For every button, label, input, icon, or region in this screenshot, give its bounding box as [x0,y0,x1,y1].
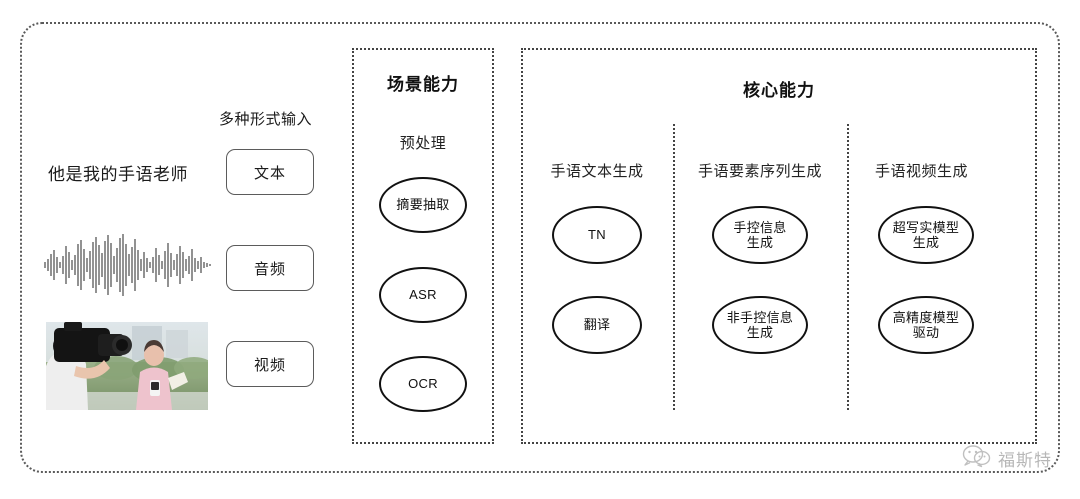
video-thumbnail [46,322,208,410]
scene-node-asr[interactable]: ASR [379,267,467,323]
core-node-tn[interactable]: TN [552,206,642,264]
audio-waveform-icon [40,232,215,298]
scene-group-label: 预处理 [399,135,447,152]
scene-node-summary-extraction[interactable]: 摘要抽取 [379,177,467,233]
input-tag-audio[interactable]: 音频 [226,245,314,291]
core-column-label-2: 手语要素序列生成 [697,163,822,180]
scene-capability-panel: 场景能力 预处理 [352,48,494,444]
core-node-non-manual-signal-generation[interactable]: 非手控信息 生成 [712,296,808,354]
watermark: 福斯特 [962,444,1052,473]
core-capability-panel: 核心能力 [521,48,1037,444]
core-node-hyperrealistic-model-generation[interactable]: 超写实模型 生成 [878,206,974,264]
core-node-manual-signal-generation[interactable]: 手控信息 生成 [712,206,808,264]
input-tag-text[interactable]: 文本 [226,149,314,195]
core-capability-title: 核心能力 [743,81,815,100]
scene-node-ocr[interactable]: OCR [379,356,467,412]
sample-text: 他是我的手语老师 [48,165,188,184]
core-column-label-1: 手语文本生成 [550,163,644,180]
core-divider-2 [847,124,849,410]
core-node-translation[interactable]: 翻译 [552,296,642,354]
scene-capability-title: 场景能力 [387,75,459,94]
core-divider-1 [673,124,675,410]
input-section-heading: 多种形式输入 [219,111,313,128]
input-tag-video[interactable]: 视频 [226,341,314,387]
watermark-text: 福斯特 [998,451,1052,470]
core-column-label-3: 手语视频生成 [875,163,969,180]
wechat-icon [962,444,992,473]
core-node-high-precision-model-driving[interactable]: 高精度模型 驱动 [878,296,974,354]
outer-frame [20,22,1060,473]
